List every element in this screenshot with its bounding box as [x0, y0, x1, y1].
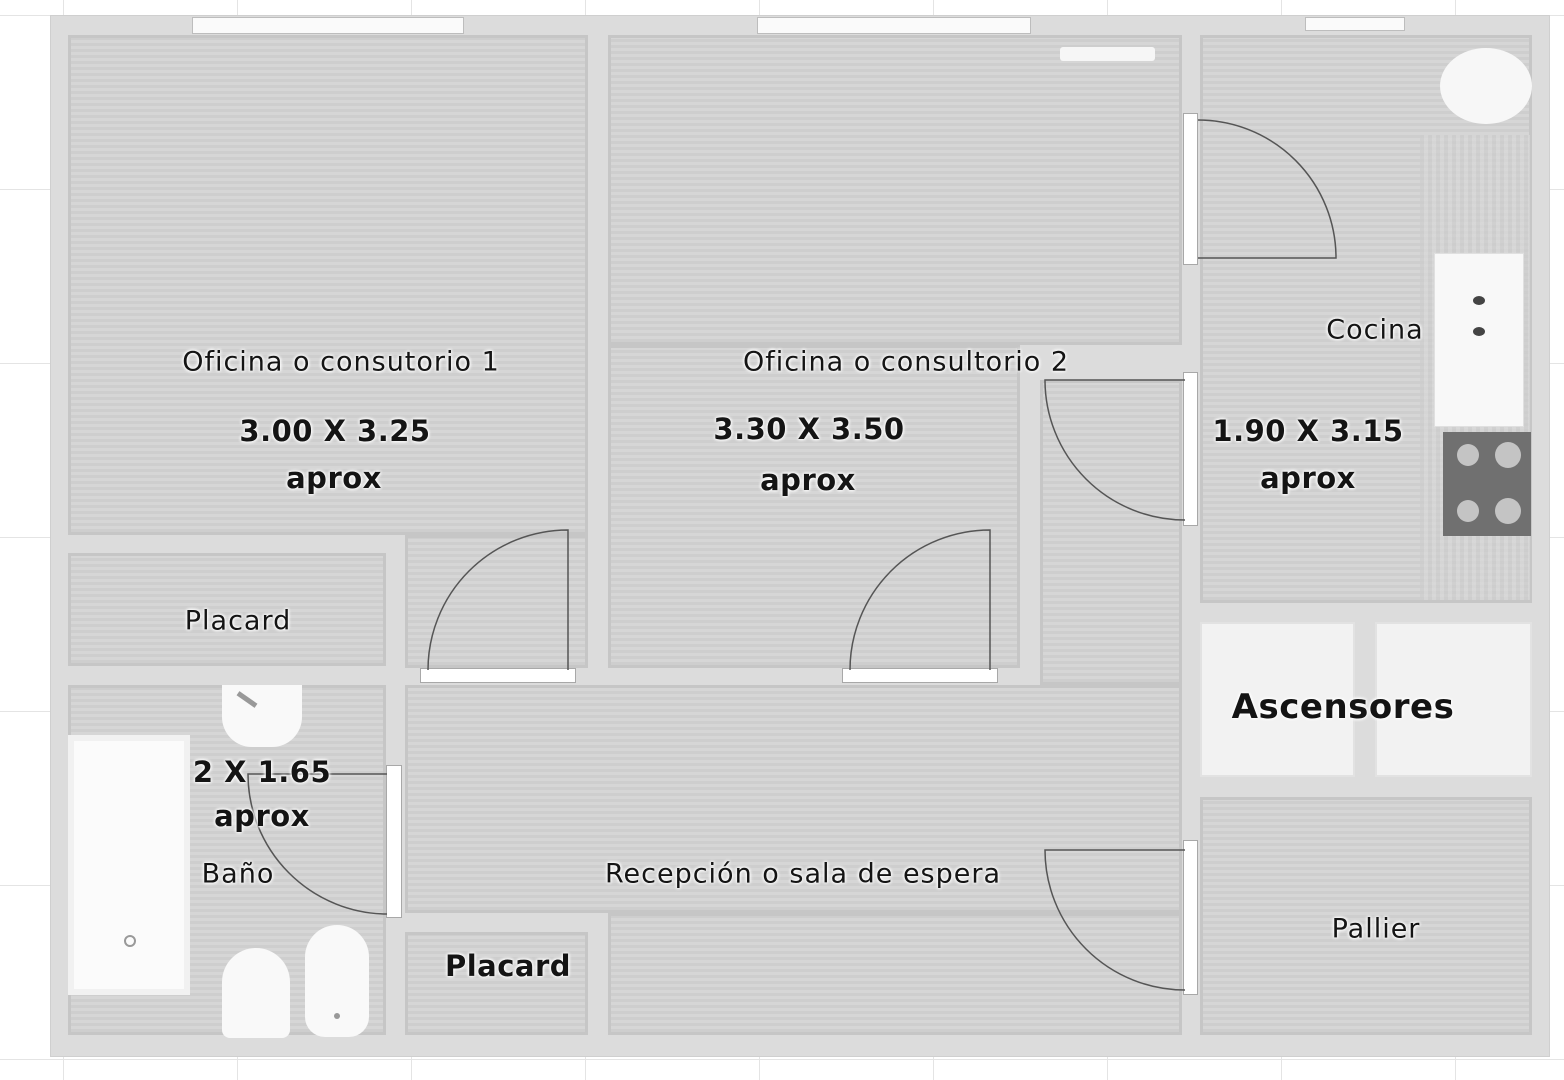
door-swing-kitchen-upper	[1197, 119, 1337, 259]
room-landing	[1200, 797, 1532, 1035]
office2-size-label: 3.30 X 3.50	[713, 412, 905, 446]
reception-label: Recepción o sala de espera	[604, 858, 1002, 890]
room-closet2	[405, 932, 588, 1035]
kitchen-size-label: 1.90 X 3.15	[1212, 414, 1404, 448]
bathtub-icon	[68, 735, 190, 995]
bathroom-approx-label: aprox	[214, 799, 310, 833]
toilet-icon	[222, 948, 290, 1038]
room-office1	[68, 35, 588, 535]
window-office1	[192, 17, 464, 34]
office1-approx-label: aprox	[286, 461, 382, 495]
room-office2	[608, 35, 1182, 345]
office1-size-label: 3.00 X 3.25	[239, 414, 431, 448]
door-landing[interactable]	[1183, 840, 1198, 995]
door-office1[interactable]	[420, 668, 576, 683]
bathroom-name-label: Baño	[201, 858, 275, 890]
door-swing-bathroom	[247, 773, 388, 915]
office1-name-label: Oficina o consutorio 1	[182, 346, 500, 378]
bathroom-sink-icon	[222, 685, 302, 747]
kitchen-name-label: Cocina	[1326, 314, 1424, 346]
elevator-2	[1375, 622, 1532, 777]
door-swing-kitchen-lower	[1044, 379, 1186, 521]
door-bathroom[interactable]	[386, 765, 402, 918]
room-office1-lower	[405, 535, 588, 668]
office2-approx-label: aprox	[760, 463, 856, 497]
shelf-icon	[1060, 47, 1155, 61]
room-reception-lower	[608, 913, 1182, 1035]
window-office2	[757, 17, 1031, 34]
door-swing-office2	[849, 529, 991, 671]
stove-icon	[1443, 432, 1531, 536]
kitchen-sink-icon	[1434, 253, 1524, 427]
door-swing-landing	[1044, 849, 1186, 991]
room-reception	[405, 685, 1182, 913]
bathroom-size-label: 2 X 1.65	[192, 755, 332, 789]
closet2-label: Placard	[444, 949, 572, 983]
round-table-icon	[1440, 48, 1532, 124]
door-kitchen-lower[interactable]	[1183, 372, 1198, 526]
door-office2[interactable]	[842, 668, 998, 683]
landing-label: Pallier	[1331, 913, 1421, 945]
room-office2-lower	[608, 345, 1020, 668]
window-kitchen	[1305, 17, 1405, 31]
door-swing-office1	[427, 529, 569, 671]
door-kitchen-upper[interactable]	[1183, 113, 1198, 265]
room-closet1	[68, 553, 386, 666]
room-hall-corridor	[1040, 380, 1182, 685]
office2-name-label: Oficina o consultorio 2	[742, 346, 1070, 378]
closet1-label: Placard	[184, 605, 292, 637]
kitchen-approx-label: aprox	[1260, 461, 1356, 495]
bidet-icon	[305, 925, 369, 1037]
elevators-label: Ascensores	[1231, 687, 1455, 727]
elevator-1	[1200, 622, 1355, 777]
